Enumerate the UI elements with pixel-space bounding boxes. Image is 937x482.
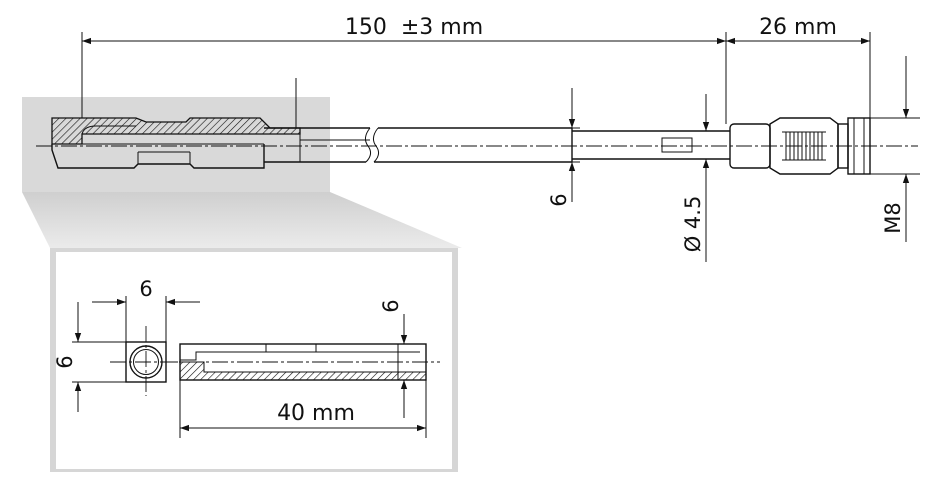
- shaft-diameter-label: Ø 4.5: [681, 196, 705, 253]
- dimension-thread: M8: [870, 56, 920, 242]
- detail-side-view: [162, 343, 440, 438]
- dimension-connector-length: 26 mm: [726, 15, 871, 118]
- tube-height-label: 6: [547, 193, 571, 206]
- thread-label: M8: [881, 202, 905, 233]
- overall-length-label: 150 ±3 mm: [345, 15, 483, 40]
- dimension-detail-length: 40 mm: [180, 401, 426, 432]
- connector-length-label: 26 mm: [759, 15, 837, 40]
- detail-slot-depth-label: 6: [379, 299, 403, 312]
- detail-height-label: 6: [53, 355, 77, 368]
- zoom-funnel: [22, 192, 462, 248]
- dimension-detail-height: 6: [53, 302, 82, 412]
- dimension-detail-width: 6: [92, 277, 200, 306]
- detail-width-label: 6: [139, 277, 152, 301]
- dimension-detail-slot-depth: 6: [379, 299, 408, 418]
- probe-body: [36, 117, 918, 175]
- dimension-shaft-diameter: Ø 4.5: [681, 94, 710, 262]
- detail-length-label: 40 mm: [277, 401, 355, 426]
- dimension-overall-length: 150 ±3 mm: [81, 15, 727, 124]
- dimension-tube-height: 6: [547, 88, 580, 207]
